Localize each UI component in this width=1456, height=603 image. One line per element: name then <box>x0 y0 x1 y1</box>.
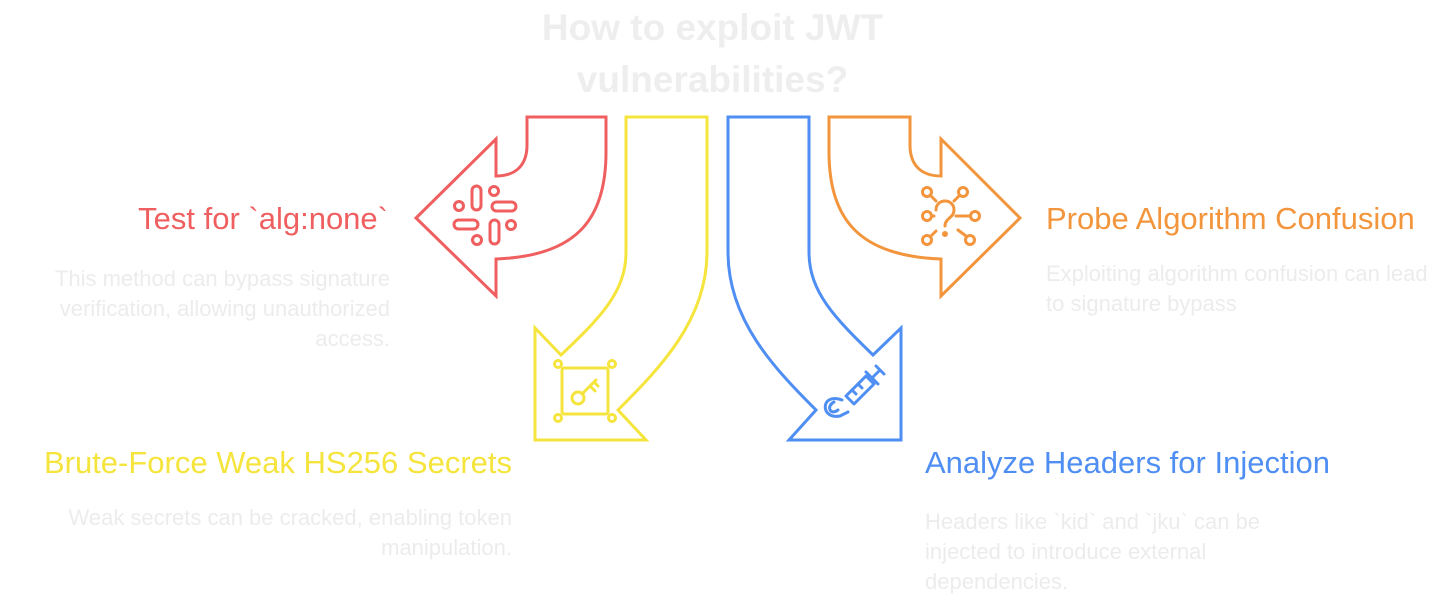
description-header-injection: Headers like `kid` and `jku` can be inje… <box>925 509 1261 594</box>
heading-brute-force: Brute-Force Weak HS256 Secrets <box>43 445 512 480</box>
question-network-icon <box>921 186 981 246</box>
arrow-yellow <box>533 115 709 442</box>
description-brute-force: Weak secrets can be cracked, enabling to… <box>68 505 512 560</box>
diagram-title: How to exploit JWT vulnerabilities? <box>541 7 884 100</box>
arrow-red <box>413 115 608 300</box>
heading-algorithm-confusion: Probe Algorithm Confusion <box>1046 201 1415 236</box>
arrow-blue <box>726 115 903 442</box>
slack-hash-icon <box>452 184 518 246</box>
arrow-orange <box>827 115 1023 300</box>
heading-header-injection: Analyze Headers for Injection <box>925 445 1330 480</box>
heading-alg-none: Test for `alg:none` <box>138 201 388 236</box>
description-alg-none: This method can bypass signature verific… <box>54 266 390 351</box>
description-algorithm-confusion: Exploiting algorithm confusion can lead … <box>1046 261 1428 316</box>
syringe-icon <box>823 364 886 418</box>
key-chip-icon <box>553 359 617 423</box>
